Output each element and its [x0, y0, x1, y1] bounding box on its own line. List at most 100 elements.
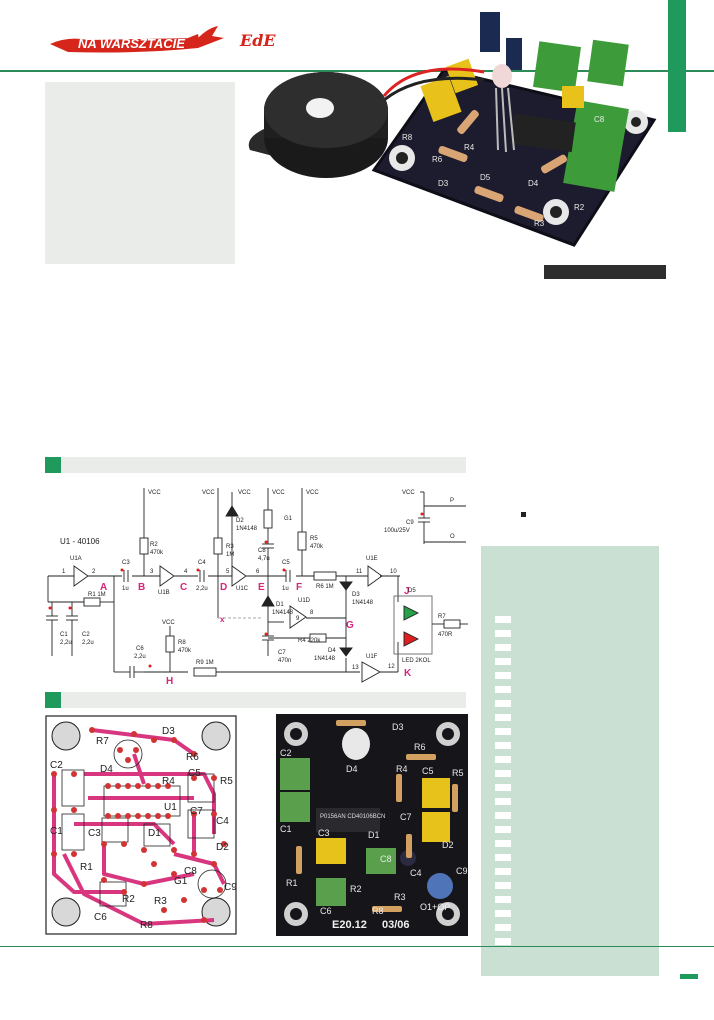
pcb-photo-label: D3 — [392, 722, 404, 732]
pin-number: 6 — [256, 569, 260, 575]
page-tab-marker — [680, 974, 698, 979]
pcb-layout-label: R5 — [220, 776, 233, 787]
polarity-mark: O1+OP — [420, 902, 450, 912]
parts-list-row-marker — [495, 714, 511, 721]
pcb-layout-label: C9 — [224, 882, 237, 893]
parts-list-row-marker — [495, 938, 511, 945]
pcb-layout-label: R2 — [122, 894, 135, 905]
pcb-photo: D3 R6 D4 R4 C5 R5 C2 C1 C3 D1 D2 R1 C9 C… — [276, 714, 468, 936]
gate-label: U1B — [158, 590, 170, 596]
component-value: 470k — [150, 550, 164, 556]
terminal-label: O — [450, 534, 455, 540]
photo-label: D4 — [528, 179, 539, 188]
pcb-layout-label: U1 — [164, 802, 177, 813]
component-label: C5 — [282, 560, 290, 566]
vcc-label: VCC — [402, 490, 415, 496]
pcb-photo-label: R2 — [350, 884, 362, 894]
component-value: 470n — [278, 658, 291, 664]
parts-list-row-marker — [495, 882, 511, 889]
gate-label: U1C — [236, 586, 249, 592]
pcb-photo-label: C2 — [280, 748, 292, 758]
parts-list-row-marker — [495, 924, 511, 931]
node-label: C — [180, 582, 187, 593]
pcb-photo-label: C4 — [410, 868, 422, 878]
pcb-photo-label: D4 — [346, 764, 358, 774]
parts-list-row-marker — [495, 826, 511, 833]
pcb-layout-label: C7 — [190, 806, 203, 817]
pcb-photo-label: R5 — [452, 768, 464, 778]
board-date: 03/06 — [382, 919, 410, 931]
section-tab — [668, 0, 686, 132]
component-value: 1M — [226, 552, 234, 558]
component-value: 2,2u — [82, 640, 94, 646]
pcb-layout-label: R8 — [140, 920, 153, 931]
pcb-layout-label: C3 — [88, 828, 101, 839]
vcc-label: VCC — [202, 490, 215, 496]
chip-label: U1 - 40106 — [60, 537, 100, 546]
parts-list-row-marker — [495, 616, 511, 623]
vcc-label: VCC — [162, 620, 175, 626]
pcb-photo-label: R3 — [394, 892, 406, 902]
photo-label: R2 — [574, 203, 585, 212]
terminal-label: P — [450, 498, 454, 504]
component-label: D1 — [276, 602, 284, 608]
component-label: C4 — [198, 560, 206, 566]
pcb-photo-label: C1 — [280, 824, 292, 834]
pcb-photo-label: D1 — [368, 830, 380, 840]
photo-label: R4 — [464, 143, 475, 152]
component-label: D2 — [236, 518, 244, 524]
gate-label: U1A — [70, 556, 82, 562]
component-value: 1N4148 — [352, 600, 374, 606]
info-box — [45, 82, 235, 264]
pcb-layout: R7 D3 R6 D4 C5 R5 C2 C1 C3 D1 D2 R1 C9 C… — [45, 715, 237, 935]
pcb-photo-label: C7 — [400, 812, 412, 822]
component-value: 1u — [282, 586, 289, 592]
parts-list-row-marker — [495, 896, 511, 903]
parts-list-row-marker — [495, 784, 511, 791]
parts-list-row-marker — [495, 728, 511, 735]
component-label: R5 — [310, 536, 318, 542]
vcc-label: VCC — [148, 490, 161, 496]
component-value: 2,2u — [196, 586, 208, 592]
pcb-layout-label: C8 — [184, 866, 197, 877]
pcb-layout-label: R1 — [80, 862, 93, 873]
component-label: R3 — [226, 544, 234, 550]
pin-number: 11 — [356, 569, 363, 575]
node-label: F — [296, 582, 302, 593]
vcc-label: VCC — [238, 490, 251, 496]
pcb-layout-label: G1 — [174, 876, 188, 887]
brand-mark: EdE — [240, 31, 276, 50]
parts-list-row-marker — [495, 770, 511, 777]
component-label: G1 — [284, 516, 293, 522]
node-label: x — [220, 615, 225, 624]
component-label: C3 — [122, 560, 130, 566]
parts-list-row-marker — [495, 700, 511, 707]
photo-label: R6 — [432, 155, 443, 164]
node-label: D — [220, 582, 227, 593]
component-label: R4 220k — [298, 638, 321, 644]
pcb-layout-label: C6 — [94, 912, 107, 923]
parts-list-row-marker — [495, 910, 511, 917]
bullet-marker — [521, 512, 526, 517]
component-value: 4,7u — [258, 556, 270, 562]
node-label: A — [100, 582, 107, 593]
circuit-schematic: U1 - 40106 VCC VCC VCC VCC VCC VCC VCC U… — [46, 488, 468, 687]
component-value: 2,2u — [134, 654, 146, 660]
parts-list-row-marker — [495, 868, 511, 875]
pcb-layout-label: D2 — [216, 842, 229, 853]
node-label: G — [346, 620, 354, 631]
component-value: 1N4148 — [314, 656, 336, 662]
component-label: C9 — [406, 520, 414, 526]
node-label: J — [404, 586, 410, 597]
node-label: K — [404, 668, 412, 679]
pcb-photo-label: R4 — [396, 764, 408, 774]
component-label: R6 1M — [316, 584, 334, 590]
pcb-photo-label: R6 — [414, 742, 426, 752]
pin-number: 10 — [390, 569, 397, 575]
pin-number: 2 — [92, 569, 96, 575]
pcb-photo-label: C6 — [320, 906, 332, 916]
component-label: C1 — [60, 632, 68, 638]
component-label: C8 — [258, 548, 266, 554]
node-label: B — [138, 582, 145, 593]
footer-rule — [0, 946, 714, 947]
